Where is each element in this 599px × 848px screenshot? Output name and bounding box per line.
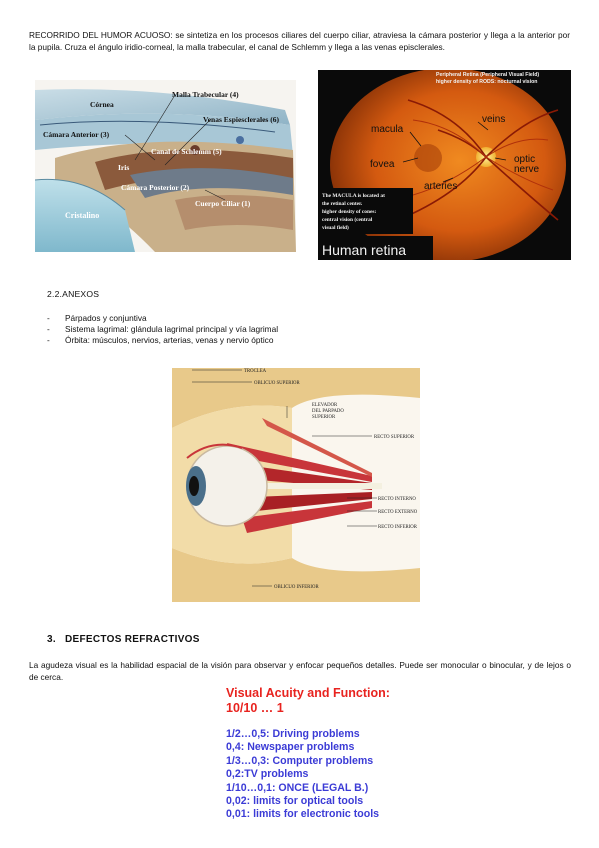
label-arteries: arteries (424, 181, 457, 192)
retina-caption: Human retina (322, 242, 406, 258)
label-oblicuo-superior: OBLICUO SUPERIOR (254, 381, 301, 386)
label-venas: Venas Espiesclerales (6) (203, 115, 279, 124)
retina-note-line: visual field) (322, 224, 349, 231)
list-item: 0,2:TV problems (226, 768, 309, 781)
label-malla: Malla Trabecular (4) (172, 90, 239, 99)
retina-note-line: The MACULA is located at (322, 193, 385, 199)
list-item: 0,02: limits for optical tools (226, 795, 364, 808)
label-recto-inferior: RECTO INFERIOR (378, 525, 418, 530)
label-cornea: Córnea (90, 100, 114, 109)
list-item: 1/3…0,3: Computer problems (226, 754, 374, 767)
label-camara-anterior: Cámara Anterior (3) (43, 130, 110, 139)
label-canal: Canal de Schlemm (5) (151, 147, 222, 156)
retina-note-line: central vision (central (322, 216, 373, 223)
intro-paragraph: RECORRIDO DEL HUMOR ACUOSO: se sintetiza… (29, 30, 570, 53)
list-item: 0,4: Newspaper problems (226, 741, 355, 754)
orbit-muscles-figure: TROCLEA OBLICUO SUPERIOR ELEVADOR DEL PA… (172, 368, 420, 602)
label-iris: Iris (118, 163, 129, 172)
agudeza-paragraph: La agudeza visual es la habilidad espaci… (29, 660, 571, 683)
aqueous-humor-figure: Malla Trabecular (4) Córnea Venas Espies… (35, 80, 296, 252)
label-camara-posterior: Cámara Posterior (2) (121, 183, 190, 192)
label-oblicuo-inferior: OBLICUO INFERIOR (274, 585, 319, 590)
list-item: -Párpados y conjuntiva (47, 313, 147, 323)
label-optic: optic (514, 154, 535, 165)
label-recto-interno: RECTO INTERNO (378, 497, 416, 502)
label-nerve: nerve (514, 164, 539, 175)
list-item: 1/10…0,1: ONCE (LEGAL B.) (226, 781, 369, 794)
list-item: 1/2…0,5: Driving problems (226, 728, 360, 740)
retina-note-line: higher density of cones: (322, 209, 376, 215)
section-title: DEFECTOS REFRACTIVOS (65, 634, 200, 645)
retina-note-line: the retinal center. (322, 201, 363, 207)
anexos-heading: 2.2.ANEXOS (47, 289, 100, 299)
retina-header-1: Peripheral Retina (Peripheral Visual Fie… (436, 72, 539, 78)
list-item: -Órbita: músculos, nervios, arterias, ve… (47, 335, 274, 345)
label-recto-externo: RECTO EXTERNO (378, 510, 418, 515)
label-troclea: TROCLEA (244, 369, 267, 374)
label-veins: veins (482, 114, 505, 125)
label-fovea: fovea (370, 159, 395, 170)
section-number: 3. (47, 634, 56, 645)
label-recto-superior: RECTO SUPERIOR (374, 435, 415, 440)
label-cristalino: Cristalino (65, 211, 99, 220)
section-heading: 3. DEFECTOS REFRACTIVOS (47, 634, 200, 645)
label-macula: macula (371, 124, 404, 135)
list-item: -Sistema lagrimal: glándula lagrimal pri… (47, 324, 279, 334)
human-retina-figure: Peripheral Retina (Peripheral Visual Fie… (318, 70, 571, 260)
list-item: 0,01: limits for electronic tools (226, 808, 380, 821)
label-elevador-3: SUPERIOR (312, 415, 336, 420)
label-cuerpo-ciliar: Cuerpo Ciliar (1) (195, 199, 251, 208)
label-elevador-2: DEL PARPADO (312, 409, 344, 414)
retina-header-2: higher density of RODS: nocturnal vision (436, 79, 537, 85)
anexos-list: -Párpados y conjuntiva -Sistema lagrimal… (47, 313, 278, 346)
visual-acuity-range: 10/10 … 1 (226, 701, 284, 715)
visual-acuity-title: Visual Acuity and Function: (226, 686, 390, 700)
label-elevador-1: ELEVADOR (312, 403, 338, 408)
visual-acuity-list: 1/2…0,5: Driving problems 0,4: Newspaper… (226, 728, 379, 822)
